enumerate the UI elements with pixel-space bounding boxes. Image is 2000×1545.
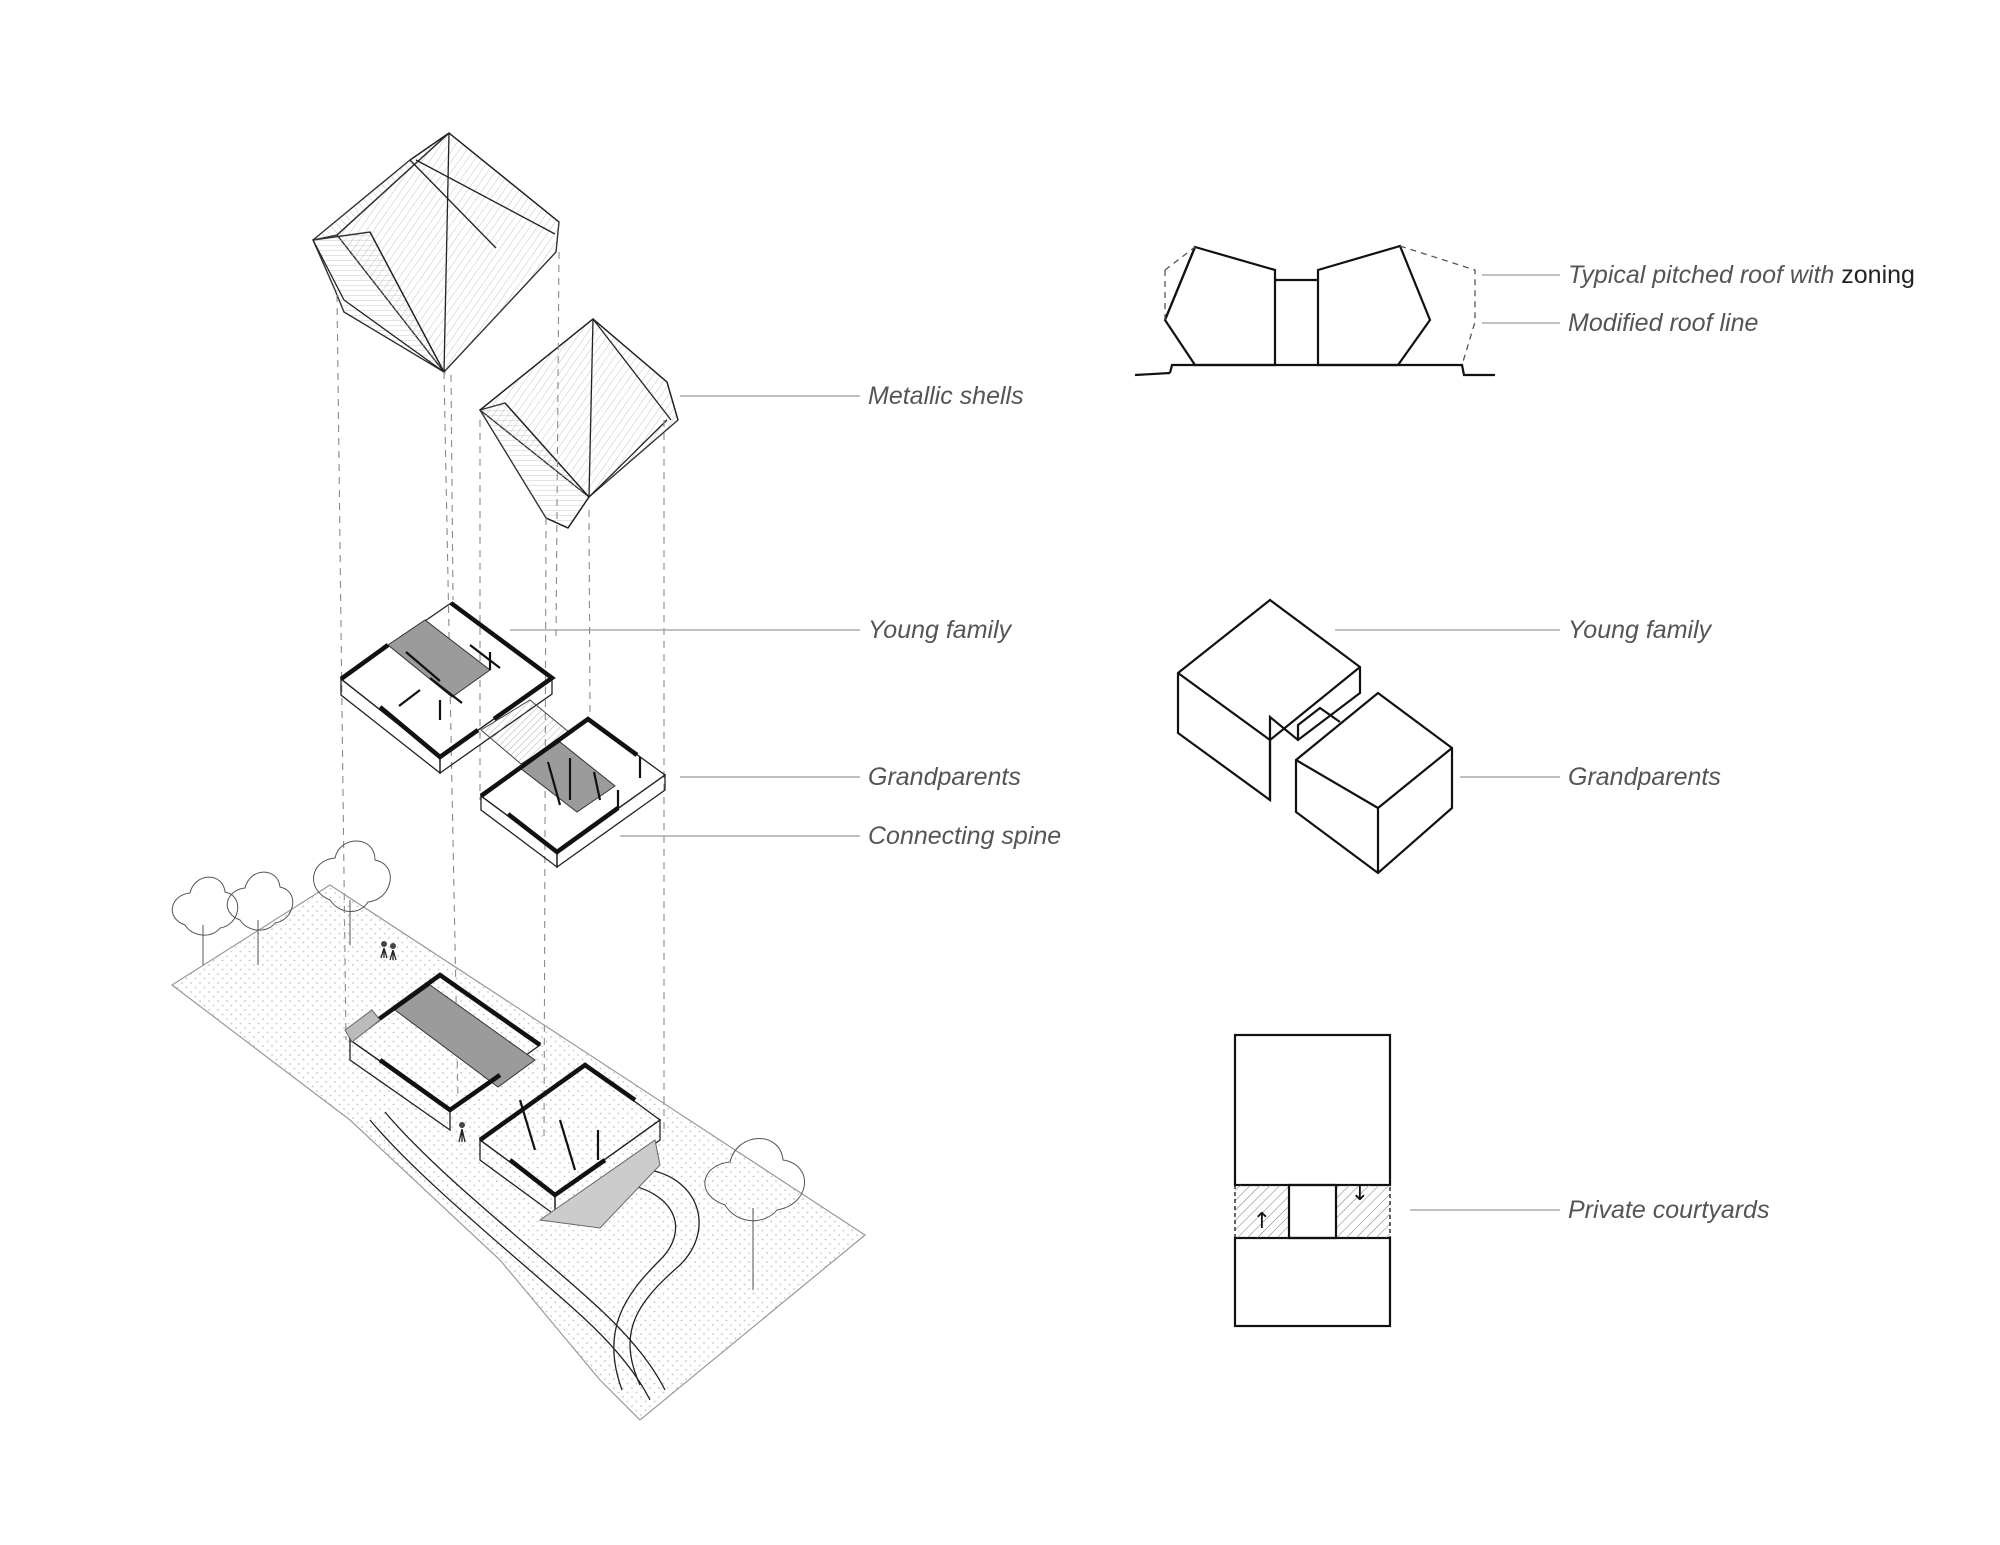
label-modified-roof-line: Modified roof line xyxy=(1568,309,1758,337)
young-family-plan xyxy=(339,601,556,775)
house-on-site xyxy=(344,941,662,1229)
courtyard-up-arrow-icon: ↑ xyxy=(1253,1209,1271,1234)
label-metallic-shells: Metallic shells xyxy=(868,382,1024,410)
label-grandparents-axo: Grandparents xyxy=(868,763,1021,791)
massing-diagram xyxy=(1176,598,1454,875)
label-grandparents-massing: Grandparents xyxy=(1568,763,1721,791)
label-young-family-massing: Young family xyxy=(1568,616,1713,644)
label-zoning: zoning xyxy=(1841,261,1915,289)
site-ground-plane xyxy=(170,884,867,1421)
roof-section-diagram xyxy=(1134,244,1495,377)
leader-lines xyxy=(510,274,1560,1211)
label-typical-roof-prefix: Typical pitched roof with xyxy=(1568,261,1841,289)
label-private-courtyards: Private courtyards xyxy=(1568,1196,1769,1224)
tree-icons xyxy=(171,840,806,1290)
metallic-shell-upper xyxy=(311,132,560,374)
courtyard-plan-diagram: ↑ ↓ xyxy=(1233,1033,1392,1328)
courtyard-down-arrow-icon: ↓ xyxy=(1351,1181,1369,1206)
metallic-shell-lower xyxy=(478,318,679,529)
grandparents-plan xyxy=(479,716,667,869)
label-young-family-axo: Young family xyxy=(868,616,1013,644)
label-connecting-spine: Connecting spine xyxy=(868,822,1061,850)
label-typical-pitched-roof: Typical pitched roof with zoning xyxy=(1568,261,1915,289)
